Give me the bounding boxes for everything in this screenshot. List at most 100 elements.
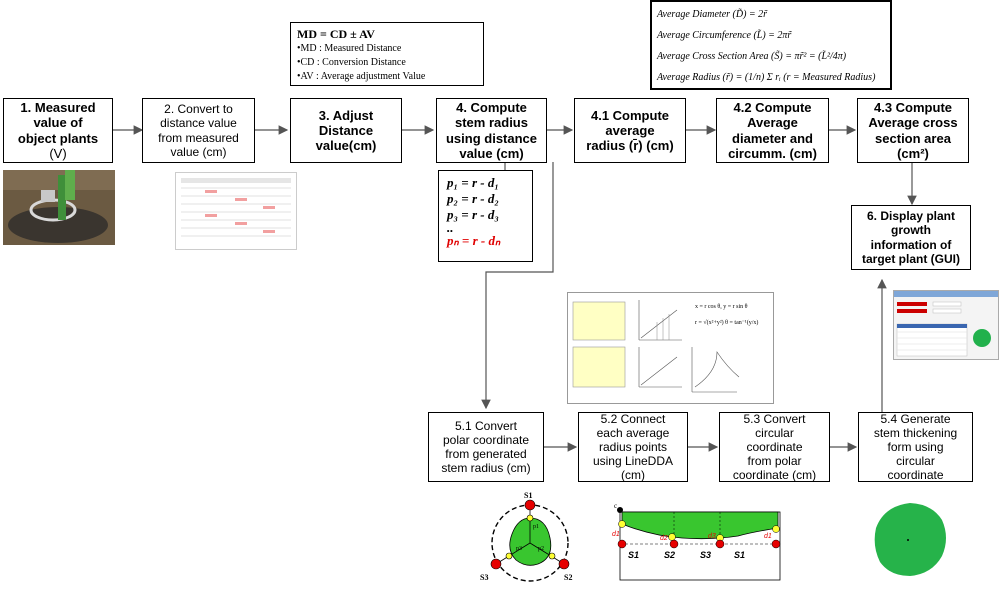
step-5-2-line5: (cm): [620, 468, 645, 483]
step-5-4-line2: stem thickening: [873, 425, 958, 440]
step-4-2-line2: Average: [747, 115, 798, 131]
step-5-1-box: 5.1 Convert polar coordinate from genera…: [428, 412, 544, 482]
gui-thumbnail: [893, 290, 999, 360]
rect-top-label: c: [614, 502, 617, 510]
step-1-line3: object plants: [17, 130, 99, 146]
step-3-box: 3. Adjust Distance value(cm): [290, 98, 402, 163]
stem-form-blob: [874, 503, 946, 576]
md-formula-box: MD = CD ± AV •MD : Measured Distance •CD…: [290, 22, 484, 86]
step-4-3-box: 4.3 Compute Average cross section area (…: [857, 98, 969, 163]
step-1-box: 1. Measured value of object plants (V): [3, 98, 113, 163]
step-5-3-box: 5.3 Convert circular coordinate from pol…: [719, 412, 830, 482]
avg-formula-diameter: Average Diameter (D̃) = 2r̃: [657, 9, 768, 20]
p-eq-1: p₁ = r - d₁: [447, 175, 499, 190]
avg-formula-radius: Average Radius (r̃) = (1/n) Σ rᵢ (r = Me…: [657, 72, 876, 83]
step-4-3-line2: Average cross: [868, 115, 958, 131]
step-4-1-box: 4.1 Compute average radius (r̄) (cm): [574, 98, 686, 163]
step-6-line3: information of: [870, 237, 952, 252]
p-equations-box: p₁ = r - d₁ p₂ = r - d₂ p₃ = r - d₃ .. p…: [438, 170, 533, 262]
circle-label-s2: S2: [564, 573, 572, 582]
step-5-2-line2: each average: [596, 425, 670, 440]
step-4-2-line1: 4.2 Compute: [733, 99, 812, 115]
step-4-3-line3: section area: [875, 130, 951, 146]
rect-s-label-4: S1: [734, 550, 745, 560]
step-5-3-line1: 5.3 Convert: [743, 411, 806, 426]
step-5-2-line4: using LineDDA: [592, 454, 674, 469]
rect-s-label-2: S2: [664, 550, 675, 560]
p-eq-3: p₃ = r - d₃: [447, 207, 499, 222]
average-formula-box: Average Diameter (D̃) = 2r̃ Average Circ…: [650, 0, 892, 90]
step-5-4-line4: circular: [896, 454, 935, 469]
step-2-line2: distance value: [160, 116, 237, 131]
p-eq-2: p₂ = r - d₂: [447, 191, 499, 206]
step-4-1-line3: radius (r̄) (cm): [586, 138, 674, 154]
step-4-3-line1: 4.3 Compute: [873, 99, 952, 115]
step-5-3-line3: coordinate: [746, 439, 803, 454]
step-4-box: 4. Compute stem radius using distance va…: [436, 98, 547, 163]
step-4-line4: value (cm): [459, 145, 524, 161]
rect-s-label-3: S3: [700, 550, 711, 560]
arrow-4-51: [481, 162, 554, 410]
circle-label-p3: p3: [516, 546, 522, 552]
md-item-2: •CD : Conversion Distance: [297, 57, 406, 68]
step-2-line3: from measured: [158, 130, 239, 145]
step-5-4-line3: form using: [887, 439, 944, 454]
sensor-circle-figure: S1 S2 S3 p1 p2 p3: [480, 491, 572, 582]
step-2-box: 2. Convert to distance value from measur…: [142, 98, 255, 163]
step-4-2-line3: diameter and: [732, 130, 813, 146]
circle-label-s3: S3: [480, 573, 488, 582]
table-thumbnail: [175, 172, 297, 250]
step-1-line1: 1. Measured: [20, 99, 96, 115]
step-4-line2: stem radius: [455, 115, 528, 131]
step-4-3-line4: (cm²): [897, 145, 929, 161]
step-4-line1: 4. Compute: [456, 99, 527, 115]
p-eq-dots: ..: [447, 220, 454, 235]
rect-d-label-1: d1: [612, 531, 620, 538]
step-5-1-line1: 5.1 Convert: [454, 418, 518, 433]
step-5-1-line2: polar coordinate: [442, 432, 530, 447]
sensor-photo: [3, 170, 115, 245]
polar-math-figure: x = r cos θ, y = r sin θ r = √(x²+y²) θ …: [567, 292, 774, 404]
step-4-2-line4: circumm. (cm): [728, 145, 817, 161]
linedda-figure: c d1 d2 d3 d1 S1 S2 S3 S1: [612, 502, 781, 581]
step-6-box: 6. Display plant growth information of t…: [851, 205, 971, 270]
step-5-4-line1: 5.4 Generate: [880, 411, 951, 426]
step-4-line3: using distance: [445, 130, 538, 146]
step-6-line4: target plant (GUI): [862, 251, 960, 266]
step-5-3-line2: circular: [755, 425, 794, 440]
step-1-line2: value of: [33, 115, 83, 131]
step-4-2-box: 4.2 Compute Average diameter and circumm…: [716, 98, 829, 163]
step-2-line1: 2. Convert to: [164, 102, 233, 117]
step-5-2-line1: 5.2 Connect: [600, 411, 666, 426]
circle-label-s1: S1: [524, 491, 532, 500]
svg-text:r = √(x²+y²) θ = tan⁻¹(y/x): r = √(x²+y²) θ = tan⁻¹(y/x): [695, 319, 758, 326]
step-3-line1: 3. Adjust: [318, 107, 374, 123]
step-2-line4: value (cm): [170, 144, 227, 159]
md-item-3: •AV : Average adjustment Value: [297, 71, 426, 82]
circle-label-p2: p2: [538, 546, 544, 552]
step-5-3-line4: from polar: [747, 454, 802, 469]
p-eq-n: pₙ = r - dₙ: [447, 233, 501, 248]
rect-d-label-4: d1: [764, 533, 772, 540]
circle-label-p1: p1: [533, 524, 539, 530]
step-4-1-line2: average: [605, 122, 655, 138]
step-3-line2: Distance: [318, 122, 374, 138]
rect-d-label-2: d2: [660, 535, 668, 542]
step-5-3-line5: coordinate (cm): [732, 468, 817, 483]
step-5-4-box: 5.4 Generate stem thickening form using …: [858, 412, 973, 482]
step-1-line4: (V): [49, 145, 67, 161]
avg-formula-area: Average Cross Section Area (S̃) = πr̃² =…: [657, 51, 847, 62]
step-5-1-line3: from generated: [445, 447, 527, 461]
step-6-line1: 6. Display plant: [866, 209, 956, 224]
step-4-1-line1: 4.1 Compute: [590, 107, 669, 123]
step-6-line2: growth: [891, 223, 931, 238]
md-formula: MD = CD ± AV: [297, 27, 375, 41]
step-5-2-line3: radius points: [598, 439, 668, 454]
md-item-1: •MD : Measured Distance: [297, 43, 402, 54]
step-5-2-box: 5.2 Connect each average radius points u…: [578, 412, 688, 482]
step-3-line3: value(cm): [315, 138, 377, 154]
step-5-1-line4: stem radius (cm): [441, 461, 531, 476]
avg-formula-circumference: Average Circumference (L̃) = 2πr̃: [657, 30, 792, 41]
